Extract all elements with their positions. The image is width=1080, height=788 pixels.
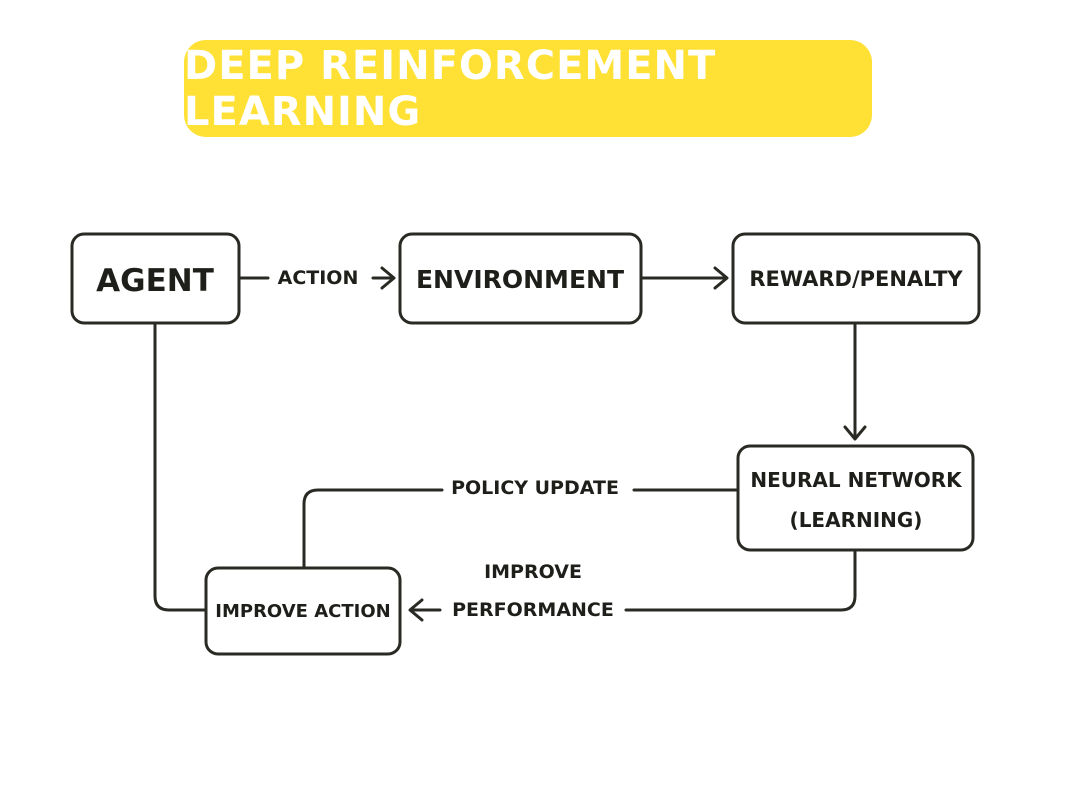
edge-policy-update xyxy=(302,488,740,569)
arrow-into-neural xyxy=(843,425,867,441)
node-reward-penalty xyxy=(731,232,981,325)
node-neural-label-line2: (LEARNING) xyxy=(790,508,923,532)
edge-label-action: ACTION xyxy=(278,267,359,289)
node-improve-action xyxy=(204,566,402,656)
title-banner: DEEP REINFORCEMENT LEARNING xyxy=(184,40,872,137)
arrow-into-reward xyxy=(713,266,729,290)
edge-improve-performance xyxy=(409,550,857,612)
node-neural-label-line1: NEURAL NETWORK xyxy=(750,468,963,492)
arrow-into-improve-action xyxy=(408,598,424,622)
node-improve-action-label: IMPROVE ACTION xyxy=(215,601,390,622)
node-reward-label: REWARD/PENALTY xyxy=(749,267,963,291)
arrow-into-environment xyxy=(380,266,396,290)
node-environment xyxy=(398,232,643,325)
node-environment-label: ENVIRONMENT xyxy=(416,265,624,294)
diagram-title: DEEP REINFORCEMENT LEARNING xyxy=(184,42,717,135)
edge-label-improve-line1: IMPROVE xyxy=(484,561,582,583)
node-agent-label: AGENT xyxy=(96,263,214,299)
edge-label-policy-update: POLICY UPDATE xyxy=(451,477,619,499)
edge-label-improve-line2: PERFORMANCE xyxy=(452,599,614,621)
edge-agent-improve-action xyxy=(153,323,208,612)
node-agent xyxy=(70,232,241,325)
node-neural-network xyxy=(736,444,975,552)
